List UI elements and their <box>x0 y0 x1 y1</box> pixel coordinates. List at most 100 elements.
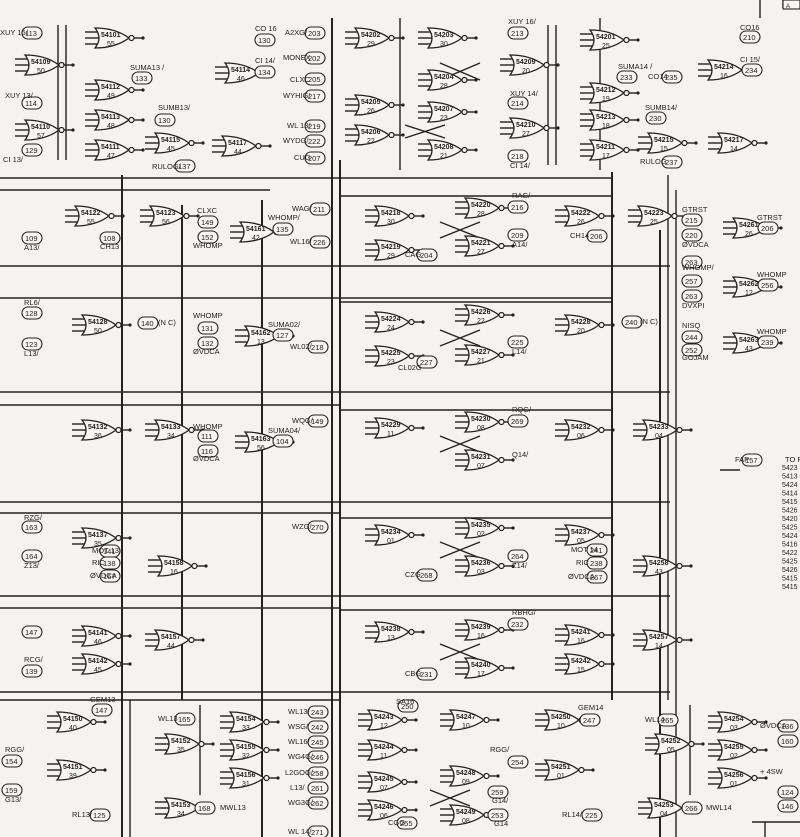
gate-id: 54262 <box>739 281 759 288</box>
gate-number: 35 <box>177 747 185 754</box>
gate-bubble <box>408 352 415 360</box>
signal-pin: 233 <box>616 70 638 84</box>
gate-body <box>223 62 261 84</box>
gate-id: 54234 <box>381 529 401 536</box>
signal-pin: 146 <box>777 799 799 813</box>
gate-id: 54141 <box>88 630 108 637</box>
gate-number: 26 <box>745 231 753 238</box>
gate-number: 09 <box>462 779 470 786</box>
gate-number: 06 <box>380 813 388 820</box>
signal-label: WHOMP/ <box>682 263 715 272</box>
signal-pin: 263 <box>681 255 703 269</box>
gate-number: 18 <box>602 123 610 130</box>
signal-label: ØVDCA <box>760 721 787 730</box>
gate-body <box>563 419 601 441</box>
gate-id: 54251 <box>551 764 571 771</box>
side-list-item: 5422 <box>782 550 798 557</box>
gate-number: 46 <box>237 76 245 83</box>
gate-bubble <box>115 426 122 434</box>
gate-id: 54214 <box>714 64 734 71</box>
gate-id: 54240 <box>471 662 491 669</box>
signal-pin: 210 <box>739 30 761 44</box>
signal-label: + 4SW <box>760 767 784 776</box>
signal-pin: 116 <box>197 444 219 458</box>
pin-number: 250 <box>401 702 414 711</box>
pin-number: 136 <box>781 722 794 731</box>
signal-label: L2GOG/ <box>285 768 314 777</box>
gate-bubble <box>623 36 630 44</box>
gate-id: 54111 <box>101 144 120 151</box>
gate-bubble <box>751 718 758 726</box>
gate-bubble <box>483 716 490 724</box>
gate-bubble <box>751 746 758 754</box>
gate-number: 05 <box>577 538 585 545</box>
gate-id: 54162 <box>251 330 271 337</box>
pin-number: 130 <box>158 116 171 125</box>
gate-number: 32 <box>242 753 250 760</box>
gate-id: 54123 <box>156 210 176 217</box>
gate-bubble <box>498 351 505 359</box>
gate-bubble <box>183 212 190 220</box>
pin-number: 108 <box>103 234 116 243</box>
signal-label: L13/ <box>24 349 40 358</box>
signal-pin: 258 <box>307 766 329 780</box>
gate-id: 54163 <box>251 436 271 443</box>
gate-body <box>563 314 601 336</box>
pin-number: 261 <box>311 784 324 793</box>
gate-number: 22 <box>477 318 485 325</box>
gate-number: 47 <box>107 153 115 160</box>
signal-label: CH14 <box>570 231 589 240</box>
gates-layer: 5410155541095054112495411348541105754111… <box>15 27 783 826</box>
signal-pin: 231 <box>416 667 438 681</box>
signal-label: RL13/ <box>72 810 93 819</box>
signal-label: ØVDCA <box>568 572 595 581</box>
gate-number: 13 <box>257 339 265 346</box>
pin-number: 168 <box>198 804 211 813</box>
gate-number: 40 <box>69 725 77 732</box>
gate-body <box>366 739 404 761</box>
gate-number: 03 <box>477 569 485 576</box>
signal-pin: 124 <box>777 785 799 799</box>
gate-number: 21 <box>477 358 485 365</box>
gate-number: 08 <box>462 818 470 825</box>
gate-number: 21 <box>440 153 448 160</box>
gate-number: 01 <box>387 538 395 545</box>
side-list-item: 5426 <box>782 508 798 515</box>
side-list-item: 5424 <box>782 533 798 540</box>
signal-label: Z14/ <box>512 561 528 570</box>
gate-number: 45 <box>167 146 175 153</box>
pin-number: 137 <box>178 162 191 171</box>
signal-label: RIC <box>92 558 106 567</box>
gate-bubble <box>498 664 505 672</box>
signal-label: RGG/ <box>5 745 25 754</box>
gate-body <box>563 653 601 675</box>
signal-label: ØVDCA <box>193 454 220 463</box>
gate-number: 50 <box>37 68 45 75</box>
gate-bubble <box>598 426 605 434</box>
pin-number: 133 <box>135 74 148 83</box>
gate-id: 54233 <box>649 424 669 431</box>
signal-label: WHOMP <box>193 311 223 320</box>
gate-body <box>23 54 61 76</box>
signal-pin: 270 <box>307 520 329 534</box>
gate-body <box>228 739 266 761</box>
signal-label: RGG/ <box>490 745 510 754</box>
signal-label: WL16/ <box>290 237 313 246</box>
gate-number: 14 <box>655 643 663 650</box>
signal-pin: 250 <box>397 699 419 713</box>
gate-id: 54252 <box>661 738 681 745</box>
gate-bubble <box>115 534 122 542</box>
pin-number: 225 <box>585 811 598 820</box>
gate-number: 48 <box>107 123 115 130</box>
signal-pin: 147 <box>21 625 43 639</box>
pin-number: 220 <box>685 231 698 240</box>
